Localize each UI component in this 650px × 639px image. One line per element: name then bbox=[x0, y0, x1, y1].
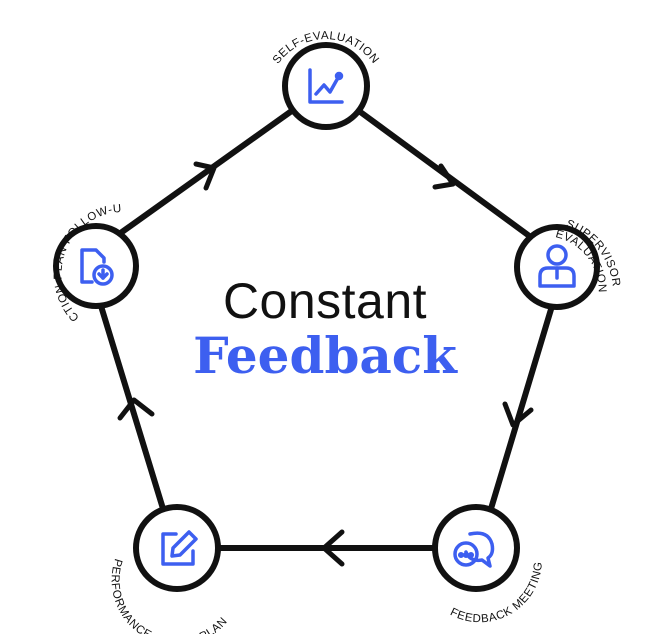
connector-action-plan-to-follow-up bbox=[98, 303, 167, 515]
chart-icon bbox=[308, 68, 344, 104]
connector-follow-up-to-self bbox=[119, 107, 296, 235]
arrow-down-icon bbox=[502, 401, 534, 428]
edit-icon bbox=[161, 530, 198, 566]
node-supervisor-evaluation[interactable] bbox=[514, 224, 600, 310]
node-self-evaluation[interactable] bbox=[282, 42, 370, 130]
node-performance-action-plan[interactable] bbox=[133, 504, 221, 592]
connector-supervisor-to-meeting bbox=[487, 303, 555, 515]
node-action-plan-follow-up[interactable] bbox=[53, 223, 139, 309]
chat-icon bbox=[453, 531, 495, 568]
supervisor-icon bbox=[538, 244, 576, 288]
document-download-icon bbox=[80, 248, 114, 286]
node-feedback-meeting[interactable] bbox=[432, 504, 520, 592]
title-constant: Constant bbox=[222, 273, 428, 329]
direction-arrows bbox=[117, 161, 534, 567]
arrow-up-icon bbox=[117, 397, 155, 421]
arrow-right-down-icon bbox=[432, 163, 456, 190]
arrow-right-up-icon bbox=[193, 161, 217, 191]
title-feedback: Feedback bbox=[193, 326, 457, 385]
arrow-left-icon bbox=[321, 529, 345, 567]
